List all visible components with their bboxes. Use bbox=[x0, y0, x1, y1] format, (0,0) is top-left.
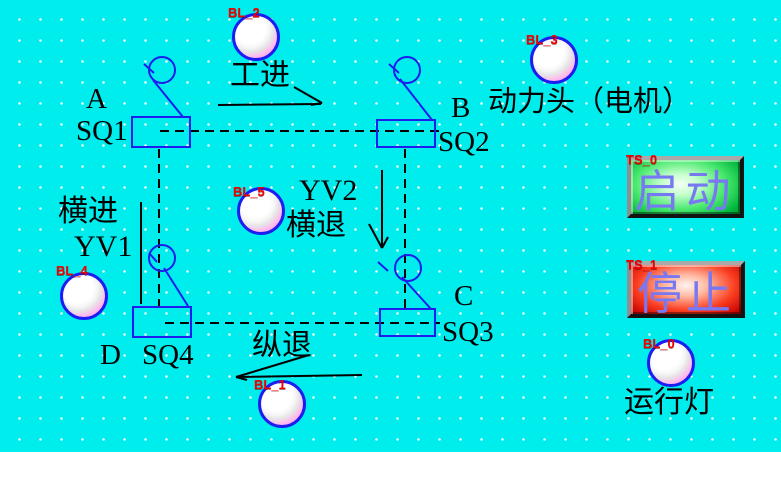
machine-cycle-diagram bbox=[131, 56, 442, 381]
switch-sq3-label: SQ3 bbox=[442, 316, 494, 348]
lamp-bl4-ball bbox=[60, 272, 108, 320]
point-d-label: D bbox=[100, 339, 121, 371]
cross-advance-label: 横进 bbox=[58, 195, 118, 228]
long-retract-arrow-barb bbox=[235, 354, 310, 378]
lamp-bl0-tag: BL_0 bbox=[643, 336, 675, 351]
sq2-roller bbox=[393, 56, 421, 84]
lamp-bl1-ball bbox=[258, 380, 306, 428]
sq2-lever bbox=[399, 78, 433, 121]
lamp-bl4-tag: BL_4 bbox=[56, 263, 88, 278]
long-retract-arrow-tip bbox=[235, 376, 248, 381]
yv1-label: YV1 bbox=[74, 230, 133, 263]
cross-retract-arrow-barb bbox=[368, 223, 383, 249]
stop-button-label: 停止 bbox=[636, 269, 735, 319]
limit-switch-sq2 bbox=[376, 56, 436, 148]
hmi-screen: A SQ1 B SQ2 C SQ3 D SQ4 工进 动力头（电机） 横进 YV… bbox=[0, 0, 781, 452]
lamp-bl0-ball bbox=[647, 339, 695, 387]
cross-retract-arrow-tip bbox=[381, 236, 389, 249]
cross-retract-label: 横退 bbox=[286, 209, 346, 242]
limit-switch-sq4 bbox=[132, 244, 192, 338]
sq3-body bbox=[379, 308, 436, 337]
sq1-body bbox=[131, 116, 191, 148]
long-retract-arrow-line bbox=[235, 374, 363, 378]
point-a-label: A bbox=[86, 83, 107, 115]
work-advance-arrow-line bbox=[217, 103, 322, 106]
start-button-label: 启动 bbox=[634, 166, 737, 217]
limit-switch-symbols bbox=[131, 56, 436, 338]
lamp-bl1-tag: BL_1 bbox=[254, 377, 286, 392]
sq1-lever bbox=[152, 79, 184, 118]
lamp-bl1: BL_1 bbox=[254, 377, 306, 428]
sq3-roller bbox=[394, 254, 422, 282]
limit-switch-sq1 bbox=[131, 56, 191, 148]
lamp-bl3-tag: BL_3 bbox=[526, 32, 558, 47]
dashed-travel-paths bbox=[158, 130, 442, 324]
long-retract-label: 纵退 bbox=[252, 329, 312, 362]
switch-sq1-label: SQ1 bbox=[76, 115, 128, 147]
sq4-lever bbox=[163, 267, 189, 307]
bottom-white-strip bbox=[0, 452, 781, 483]
stop-button[interactable]: 停止 bbox=[627, 261, 745, 319]
lamp-bl5-ball bbox=[237, 187, 285, 235]
lamp-bl5: BL_5 bbox=[233, 184, 285, 235]
sq2-tick bbox=[388, 63, 400, 74]
start-button-tag: TS_0 bbox=[626, 152, 658, 167]
power-head-label: 动力头（电机） bbox=[488, 86, 692, 118]
sq2-body bbox=[376, 119, 436, 148]
sq4-roller bbox=[148, 244, 176, 272]
lamp-bl2-ball bbox=[232, 13, 280, 61]
switch-sq4-label: SQ4 bbox=[142, 339, 194, 371]
sq4-tick bbox=[148, 252, 158, 263]
sq3-tick bbox=[377, 261, 389, 272]
sq3-lever bbox=[401, 276, 432, 310]
sq1-roller bbox=[148, 56, 176, 84]
lamp-bl3-ball bbox=[530, 36, 578, 84]
lamp-bl0: BL_0 bbox=[643, 336, 695, 387]
lamp-bl5-tag: BL_5 bbox=[233, 184, 265, 199]
limit-switch-sq3 bbox=[377, 254, 436, 337]
point-c-label: C bbox=[454, 280, 474, 312]
sq1-tick bbox=[143, 63, 155, 74]
yv2-label: YV2 bbox=[299, 174, 358, 207]
work-advance-label: 工进 bbox=[230, 59, 290, 92]
stop-button-tag: TS_1 bbox=[626, 257, 658, 272]
lamp-bl2: BL_2 bbox=[228, 5, 280, 61]
work-advance-arrow-tip bbox=[310, 102, 323, 106]
sq4-body bbox=[132, 306, 192, 338]
work-advance-arrow-barb bbox=[293, 86, 323, 104]
run-lamp-caption: 运行灯 bbox=[624, 386, 714, 419]
point-b-label: B bbox=[451, 92, 471, 124]
direction-arrows bbox=[140, 86, 389, 381]
lamp-bl2-tag: BL_2 bbox=[228, 5, 260, 20]
switch-sq2-label: SQ2 bbox=[438, 126, 490, 158]
lamp-bl4: BL_4 bbox=[56, 263, 108, 320]
start-button[interactable]: 启动 bbox=[627, 156, 744, 218]
lamp-bl3: BL_3 bbox=[526, 32, 578, 84]
